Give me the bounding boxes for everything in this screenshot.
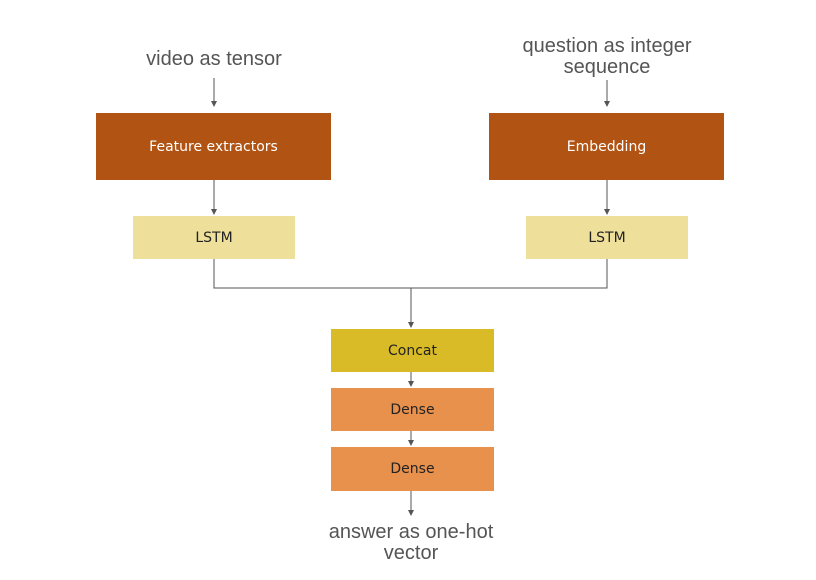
dense-box-2: Dense [331,447,494,491]
dense-label-2: Dense [390,461,435,477]
dense-label-1: Dense [390,401,435,418]
question-input-line1: question as integer [522,35,692,57]
concat-label: Concat [388,342,437,359]
question-input-line2: sequence [563,56,651,78]
embedding-label: Embedding [566,138,647,155]
concat-box: Concat [331,329,494,372]
video-input-label: video as tensor [114,49,314,70]
video-input-text: video as tensor [146,48,282,70]
feature-extractors-box: Feature extractors [96,113,331,180]
output-line2: vector [383,542,439,564]
right-lstm-label: LSTM [588,229,626,246]
left-lstm-label: LSTM [195,229,233,246]
right-lstm-box: LSTM [526,216,688,259]
embedding-box: Embedding [489,113,724,180]
merge-line [213,259,608,289]
output-label: answer as one-hot vector [291,522,531,564]
feature-extractors-label: Feature extractors [149,138,278,155]
dense-box-1: Dense [331,388,494,431]
left-lstm-box: LSTM [133,216,295,259]
question-input-label: question as integer sequence [477,36,737,78]
output-line1: answer as one-hot [328,521,494,543]
